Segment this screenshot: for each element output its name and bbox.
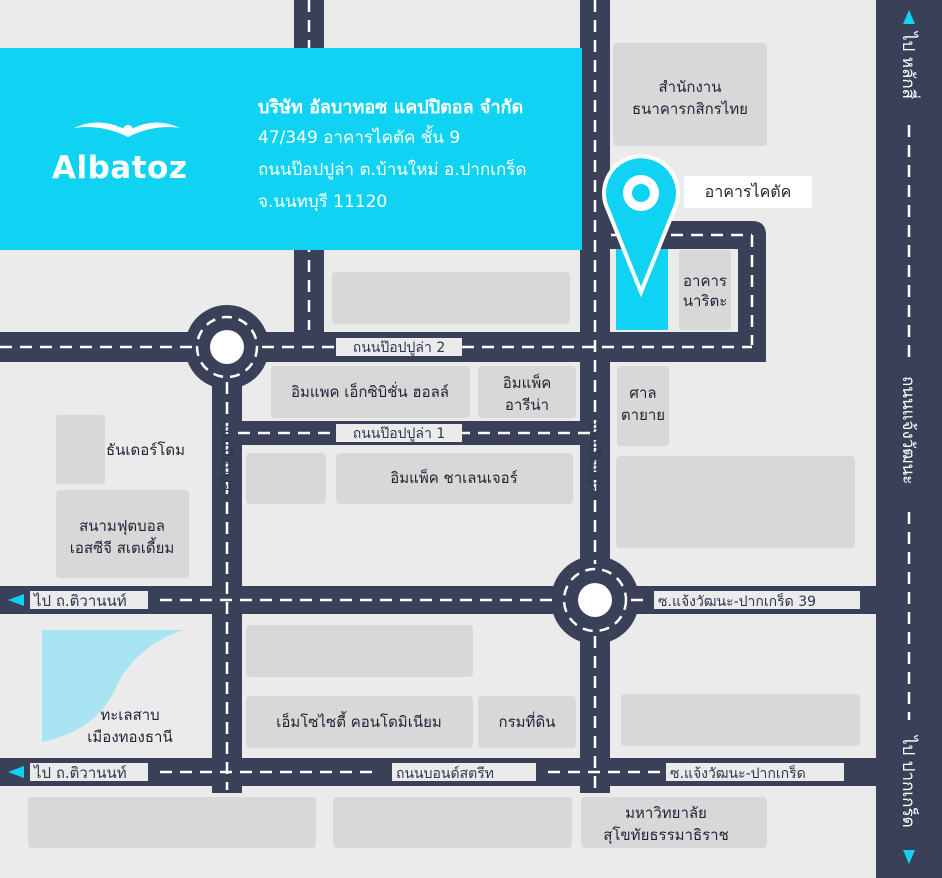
destination-label: อาคารไคตัค	[684, 176, 812, 208]
block-east-bond	[621, 694, 860, 746]
block-south-mid	[333, 797, 572, 848]
label-narita-2: นาริตะ	[683, 292, 728, 310]
roundabout-south-island	[578, 583, 612, 617]
label-lake-2: เมืองทองธานี	[87, 728, 172, 746]
arrow-up-icon	[903, 10, 915, 24]
lake-shape	[42, 630, 184, 742]
label-shrine-1: ศาล	[629, 384, 656, 402]
label-land-dept: กรมที่ดิน	[499, 711, 556, 731]
label-bg	[336, 338, 462, 356]
label-stadium-2: เอสซีจี สเตเดี้ยม	[70, 537, 175, 557]
road-popular-main	[580, 0, 610, 793]
label-road-popular-right: ถนนป๊อปปูล่า	[586, 422, 602, 501]
label-thunderdome: ธันเดอร์โดม	[106, 441, 185, 459]
label-bg	[666, 763, 844, 781]
label-challenger: อิมแพ็ค ชาเลนเจอร์	[390, 468, 517, 487]
label-shrine-2: ตายาย	[621, 406, 665, 424]
block-west-popular1	[246, 453, 326, 504]
label-road-soi39: ซ.แจ้งวัฒนะ-ปากเกร็ด 39	[658, 592, 816, 610]
label-to-tiwanon-lower: ไป ถ.ติวานนท์	[33, 764, 127, 782]
block-stadium	[56, 490, 189, 578]
label-road-chaengwattana: ถนนแจ้งวัฒนะ	[898, 376, 918, 484]
albatross-logo-icon	[74, 122, 180, 137]
label-impact-arena-2: อารีน่า	[505, 396, 549, 414]
label-road-popular2: ถนนป๊อปปูล่า 2	[353, 340, 445, 356]
label-university-1: มหาวิทยาลัย	[625, 804, 707, 822]
block-impact-arena	[478, 366, 576, 418]
block-narita	[679, 250, 731, 330]
block-south-popular	[246, 625, 473, 677]
arrow-left-icon	[8, 594, 24, 606]
label-condo: เอ็มโซไซตี้ คอนโดมิเนียม	[276, 711, 442, 731]
label-to-tiwanon-upper: ไป ถ.ติวานนท์	[33, 592, 127, 610]
roundabout-north-island	[210, 330, 244, 364]
label-bg	[30, 591, 148, 609]
block-east-popular1	[616, 456, 855, 548]
company-logo-text: Albatoz	[52, 150, 188, 186]
label-to-pakkret: ไป ปากเกร็ด	[898, 734, 920, 828]
label-impact-hall: อิมแพค เอ็กซิบิชั่น ฮอลล์	[291, 381, 449, 401]
label-narita-1: อาคาร	[683, 272, 727, 290]
block-land-dept	[478, 696, 576, 748]
company-name: บริษัท อัลบาทอซ แคปปิตอล จำกัด	[258, 97, 524, 118]
label-bg	[654, 591, 860, 609]
location-pin-icon	[602, 154, 680, 298]
label-lake-1: ทะเลสาบ	[100, 706, 159, 724]
location-pin-center	[632, 184, 650, 202]
label-bg	[336, 424, 462, 442]
label-road-soi-pakkret: ซ.แจ้งวัฒนะ-ปากเกร็ด	[670, 764, 806, 782]
label-road-bond-street: ถนนบอนด์สตรีท	[396, 765, 494, 782]
label-bg	[392, 763, 536, 781]
block-popular2-north	[332, 272, 570, 324]
block-south-west	[28, 797, 316, 848]
label-bank-2: ธนาคารกสิกรไทย	[632, 100, 748, 118]
label-road-popular-left: ถนนป๊อปปูล่า	[218, 420, 234, 499]
arrow-down-icon	[903, 850, 915, 864]
company-address-line3: จ.นนทบุรี 11120	[258, 192, 388, 212]
block-condo	[246, 696, 473, 748]
block-thunderdome	[56, 415, 105, 484]
company-address-line2: ถนนป๊อปปูล่า ต.บ้านใหม่ อ.ปากเกร็ด	[258, 160, 527, 180]
company-address-line1: 47/349 อาคารไคตัค ชั้น 9	[258, 128, 461, 148]
company-banner	[0, 48, 582, 250]
block-impact-hall	[271, 366, 470, 418]
label-university-2: สุโขทัยธรรมาธิราช	[603, 826, 729, 845]
label-impact-arena-1: อิมแพ็ค	[503, 373, 552, 392]
arrow-left-icon	[8, 766, 24, 778]
label-to-laksi: ไป หลักสี่	[898, 30, 921, 100]
block-challenger	[336, 453, 573, 504]
label-bg	[30, 763, 148, 781]
roundabout-north-ring	[195, 315, 259, 379]
label-stadium-1: สนามฟุตบอล	[79, 517, 165, 536]
roundabout-south-ring	[562, 567, 628, 633]
label-road-popular1: ถนนป๊อปปูล่า 1	[353, 426, 445, 442]
block-bank	[613, 43, 767, 146]
label-bank-1: สำนักงาน	[659, 78, 722, 96]
block-university	[581, 797, 767, 848]
block-shrine	[617, 366, 669, 446]
